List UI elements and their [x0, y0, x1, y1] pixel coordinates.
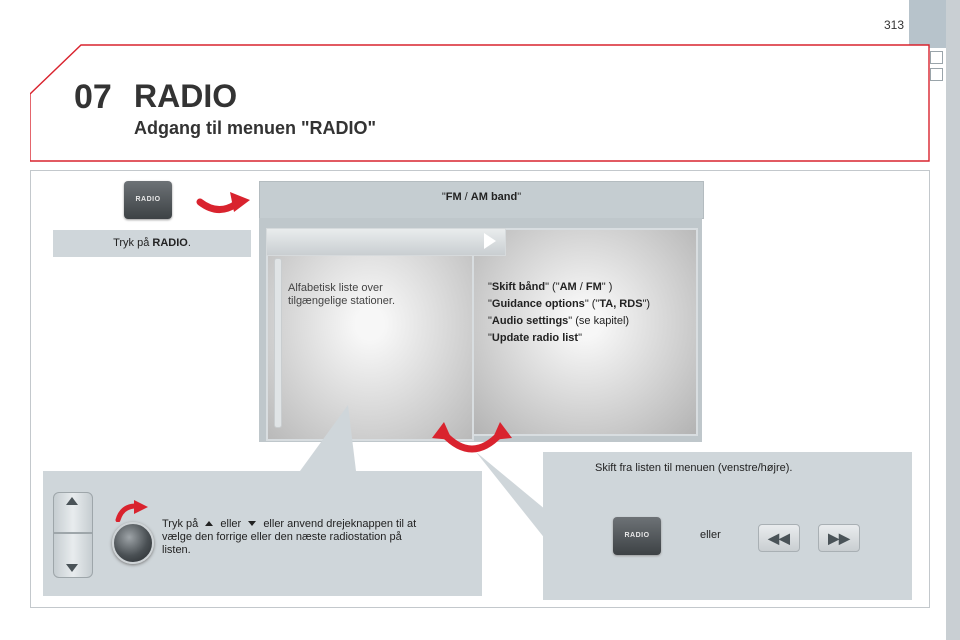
radio-button[interactable]: RADIO [124, 181, 172, 219]
switch-arrows-icon [432, 422, 512, 453]
chapter-header-frame [30, 44, 930, 162]
knob-instruction-text: Tryk på eller eller anvend drejeknappen … [162, 518, 417, 556]
list-description: Alfabetisk liste over tilgængelige stati… [288, 282, 396, 307]
rotary-knob[interactable] [112, 522, 154, 564]
chapter-number: 07 [74, 78, 112, 116]
menu-text-run: / [576, 281, 586, 293]
screen-title-bar: "FM / AM band" [259, 181, 704, 219]
radio-menu-panel[interactable] [472, 228, 698, 436]
menu-item-audio: "Audio settings" (se kapitel) [488, 315, 629, 327]
menu-text-run: TA, RDS [599, 298, 643, 310]
fast-forward-icon: ▶▶ [828, 530, 850, 546]
menu-text-run: " [488, 298, 492, 310]
menu-text-run: FM [585, 281, 602, 293]
menu-item-update: "Update radio list" [488, 332, 582, 344]
press-radio-panel [53, 230, 251, 257]
press-radio-text: Tryk på RADIO. [113, 237, 191, 249]
menu-text-run: " [578, 332, 582, 344]
seek-forward-button[interactable]: ▶▶ [818, 524, 860, 552]
rotate-arrow-icon [115, 500, 148, 522]
station-list-panel[interactable] [266, 228, 474, 441]
page-edge-strip [946, 0, 960, 640]
margin-checkbox [930, 51, 943, 64]
red-arrow-icon [196, 192, 250, 213]
up-triangle-icon [205, 521, 214, 526]
seek-back-button[interactable]: ◀◀ [758, 524, 800, 552]
menu-text-run: AM [559, 281, 577, 293]
menu-text-run: " [488, 315, 492, 327]
up-arrow-icon [66, 497, 78, 505]
callout-pointer-right [476, 452, 546, 540]
menu-text-run: " [488, 281, 492, 293]
margin-checkbox [930, 68, 943, 81]
menu-text-run: " (" [584, 298, 600, 310]
chapter-title: RADIO [134, 78, 238, 114]
page-number-tab [909, 0, 946, 48]
page-number: 313 [883, 18, 904, 32]
list-header [266, 228, 506, 256]
menu-text-run: Guidance options [491, 298, 585, 310]
rewind-icon: ◀◀ [768, 530, 790, 546]
menu-item-guidance: "Guidance options" ("TA, RDS") [488, 298, 650, 310]
menu-text-run: Update radio list [491, 332, 579, 344]
menu-text-run: Audio settings [491, 315, 569, 327]
menu-text-run: ") [642, 298, 651, 310]
down-triangle-icon [248, 521, 257, 526]
play-arrow-icon [484, 233, 496, 249]
radio-button-small-label: RADIO [624, 532, 650, 539]
up-down-control[interactable] [53, 492, 93, 578]
list-scrollbar[interactable] [274, 258, 282, 428]
callout-pointer-left [300, 405, 356, 471]
menu-text-run: " [488, 332, 492, 344]
menu-text-run: " (se kapitel) [568, 315, 630, 327]
section-title: Adgang til menuen "RADIO" [134, 118, 377, 138]
menu-text-run: " (" [545, 281, 560, 293]
control-divider [54, 532, 92, 534]
radio-button-small[interactable]: RADIO [613, 517, 661, 555]
menu-item-band: "Skift bånd" ("AM / FM" ) [488, 281, 612, 293]
menu-text-run: Skift bånd [491, 281, 546, 293]
switch-instruction-text: Skift fra listen til menuen (venstre/høj… [595, 462, 793, 474]
down-arrow-icon [66, 564, 78, 572]
menu-text-run: " ) [601, 281, 613, 293]
radio-button-label: RADIO [135, 196, 161, 203]
or-label: eller [700, 529, 721, 541]
